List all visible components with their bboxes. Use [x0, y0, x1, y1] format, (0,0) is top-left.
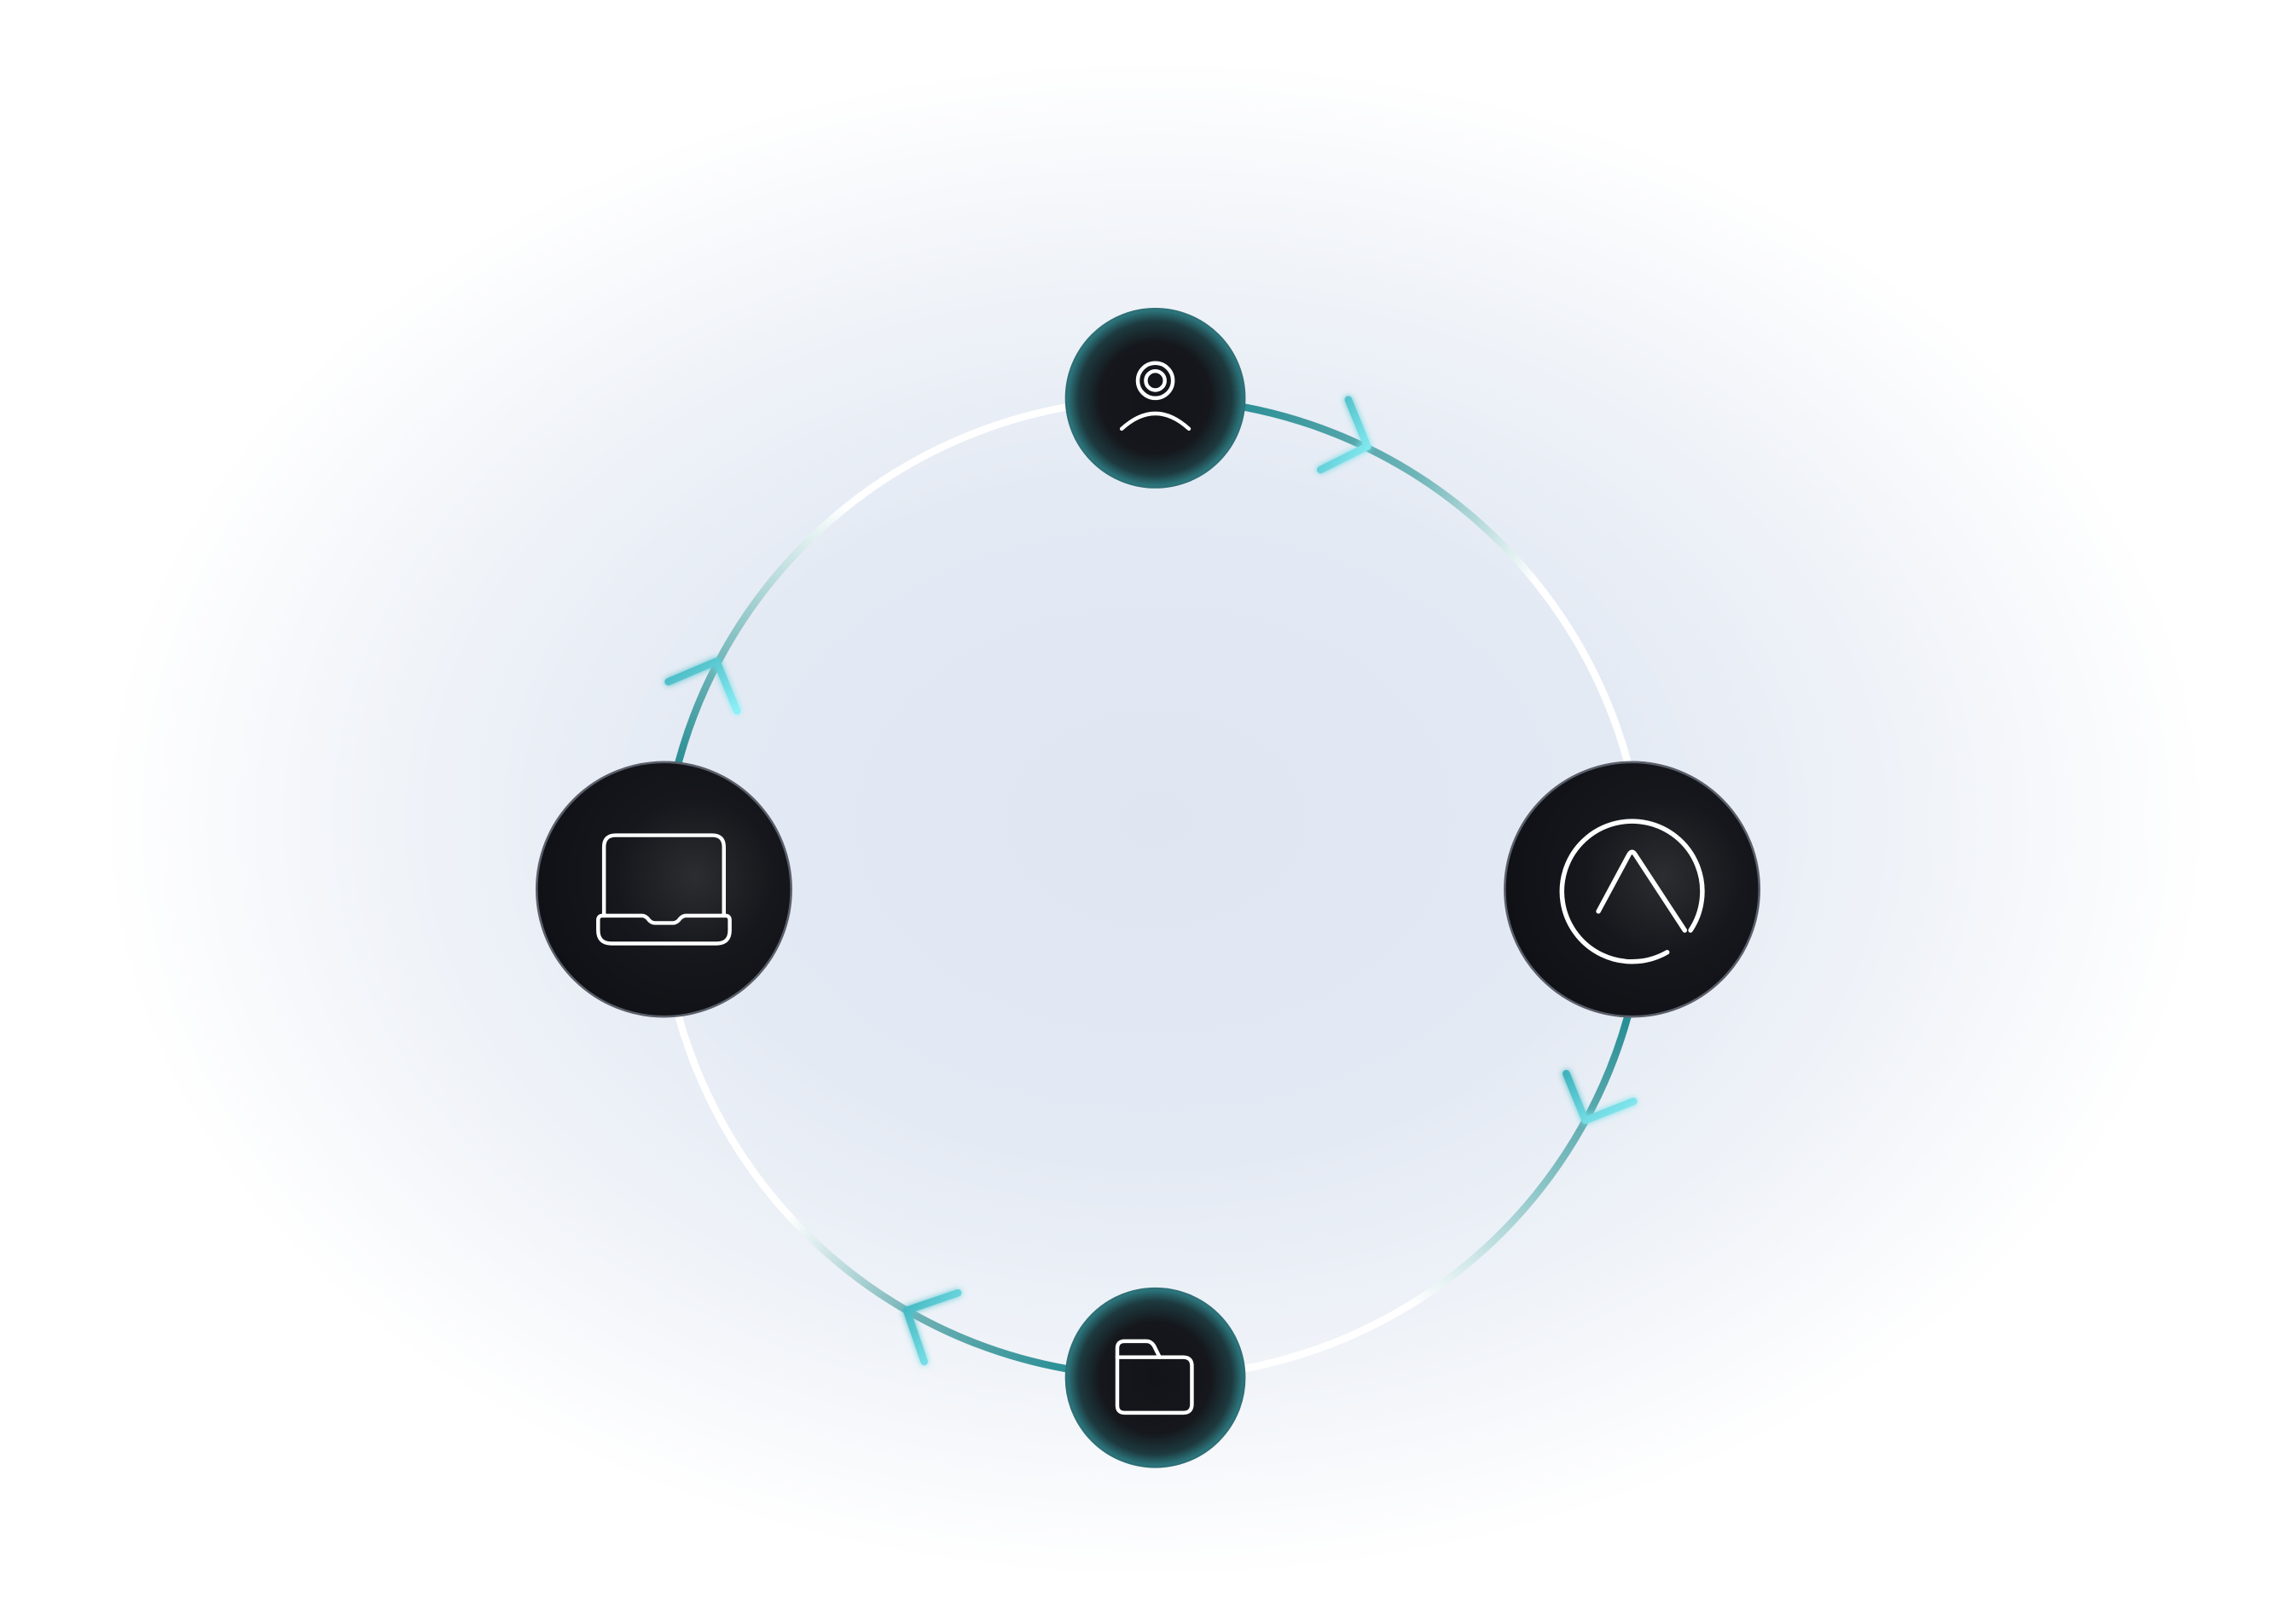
edge-folder-to-laptop: [675, 1012, 1071, 1373]
ai-logo-icon: [1559, 819, 1705, 964]
edge-laptop-to-user: [675, 402, 1071, 767]
edge-ai-to-folder: [1239, 1012, 1632, 1373]
user-icon: [1119, 361, 1191, 431]
laptop-icon: [596, 833, 732, 946]
arrow-head-bottom-right: [1563, 1069, 1638, 1125]
arrow-head-bottom-left: [902, 1288, 962, 1366]
arrow-head-top-left: [664, 657, 741, 715]
node-ai: [1504, 761, 1761, 1018]
node-folder: [1064, 1287, 1246, 1468]
arrow-head-top-right: [1317, 396, 1371, 474]
cycle-ring: [675, 402, 1632, 1373]
node-user: [1064, 308, 1246, 489]
edge-user-to-ai: [1239, 402, 1632, 767]
node-laptop: [535, 761, 792, 1018]
folder-icon: [1115, 1339, 1194, 1415]
